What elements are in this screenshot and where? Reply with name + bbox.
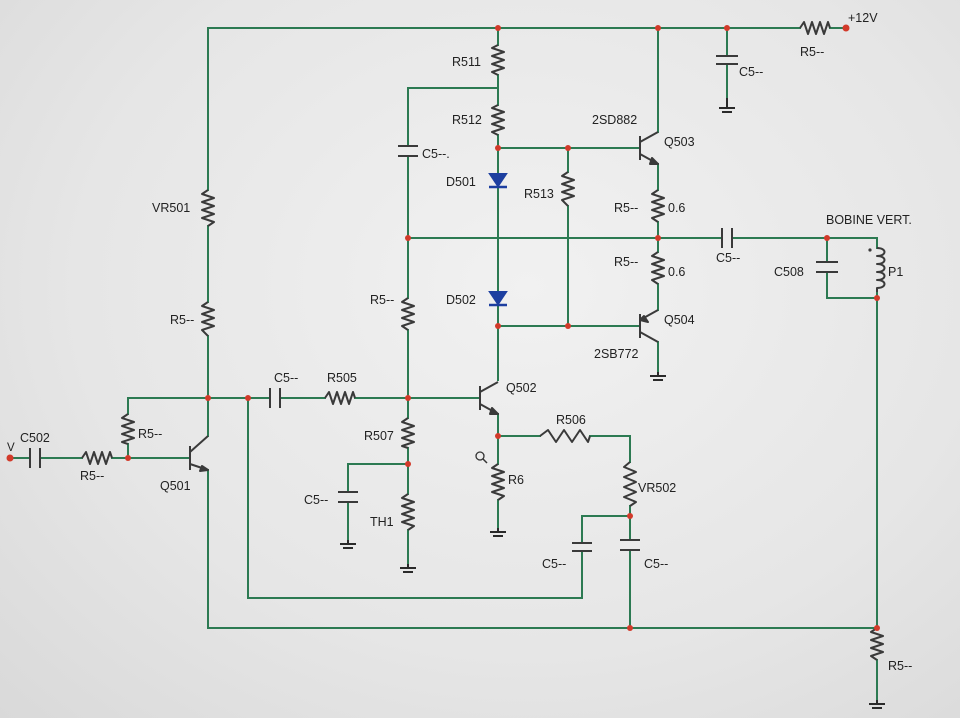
- transistor-q503: [639, 131, 659, 165]
- label-c5-input: C5--: [274, 371, 298, 385]
- transistors: [189, 131, 659, 472]
- capacitor-c5-input: [269, 388, 281, 408]
- label-r507: R507: [364, 429, 394, 443]
- ground-r6: [490, 528, 506, 537]
- ground-symbols: [340, 98, 885, 709]
- label-c5-th: C5--: [304, 493, 328, 507]
- capacitor-c5-feedback-right: [620, 539, 640, 551]
- resistor-r511: [491, 44, 505, 76]
- label-c5-feedback-left: C5--: [542, 557, 566, 571]
- resistor-r5-emitter-q504: [651, 251, 665, 285]
- transistor-q504: [639, 309, 659, 343]
- label-r5-input: R5--: [80, 469, 104, 483]
- label-q503: Q503: [664, 135, 695, 149]
- label-r511: R511: [452, 55, 481, 69]
- label-bobine-vert: BOBINE VERT.: [826, 213, 912, 227]
- label-v-input: V: [7, 442, 15, 454]
- resistor-r5-input: [81, 451, 113, 465]
- label-q502: Q502: [506, 381, 537, 395]
- label-vr501: VR501: [152, 201, 190, 215]
- resistor-th1: [401, 493, 415, 531]
- resistor-r5-bias: [401, 297, 415, 331]
- capacitor-c502: [29, 448, 41, 468]
- capacitor-c5-output: [721, 228, 733, 248]
- label-r5-e504: R5--: [614, 255, 638, 269]
- label-r5-vr501: R5--: [170, 313, 194, 327]
- zoom-cursor-icon: [475, 451, 488, 464]
- capacitor-c508: [816, 261, 838, 273]
- label-d502: D502: [446, 293, 476, 307]
- ground-sense: [869, 700, 885, 709]
- transistor-q502: [479, 381, 499, 415]
- resistor-r505: [324, 391, 356, 405]
- label-r506: R506: [556, 413, 586, 427]
- component-labels: +12V R5-- C5-- R511 R512 C5--. D501 R513…: [7, 11, 912, 673]
- capacitor-c5-supply: [716, 55, 738, 65]
- diode-d501: [488, 173, 508, 189]
- resistor-r507: [401, 417, 415, 449]
- ground-c5-th: [340, 540, 356, 549]
- junction-nodes: [6, 24, 880, 631]
- resistor-r5-vr501: [201, 301, 215, 337]
- ground-supply-cap: [719, 98, 735, 113]
- label-r5-e503: R5--: [614, 201, 638, 215]
- capacitor-c5-feedback-left: [572, 542, 592, 552]
- capacitors: [29, 55, 838, 552]
- capacitor-c5-th: [338, 491, 358, 503]
- label-r5-base-q501: R5--: [138, 427, 162, 441]
- resistors: [81, 21, 884, 661]
- label-vr502: VR502: [638, 481, 676, 495]
- wires: [9, 27, 878, 701]
- label-r5-supply: R5--: [800, 45, 824, 59]
- diode-d502: [488, 291, 508, 307]
- label-2sd882: 2SD882: [592, 113, 637, 127]
- resistor-r5-base-q501: [121, 413, 135, 445]
- label-d501: D501: [446, 175, 476, 189]
- resistor-r5-sense: [870, 627, 884, 661]
- label-c5-feedback-right: C5--: [644, 557, 668, 571]
- label-r6: R6: [508, 473, 524, 487]
- ground-q504: [650, 372, 666, 381]
- resistor-vr502: [623, 461, 637, 507]
- resistor-r6: [491, 463, 505, 501]
- label-r505: R505: [327, 371, 357, 385]
- label-r5-e504-value: 0.6: [668, 265, 685, 279]
- label-2sb772: 2SB772: [594, 347, 639, 361]
- label-q504: Q504: [664, 313, 695, 327]
- label-r5-sense: R5--: [888, 659, 912, 673]
- label-c508: C508: [774, 265, 804, 279]
- coil-bobine-vert: [868, 247, 886, 292]
- label-p1: P1: [888, 265, 903, 279]
- resistor-r506: [539, 429, 591, 443]
- label-r5-bias: R5--: [370, 293, 394, 307]
- resistor-r512: [491, 104, 505, 136]
- resistor-r5-emitter-q503: [651, 189, 665, 223]
- resistor-r513: [561, 171, 575, 207]
- label-supply: +12V: [848, 11, 878, 25]
- label-th1: TH1: [370, 515, 394, 529]
- label-c5-supply: C5--: [739, 65, 763, 79]
- resistor-r5-supply: [799, 21, 831, 35]
- label-q501: Q501: [160, 479, 191, 493]
- label-r5-e503-value: 0.6: [668, 201, 685, 215]
- label-r513: R513: [524, 187, 554, 201]
- label-c5-top: C5--.: [422, 147, 450, 161]
- capacitor-c5-top: [398, 145, 418, 157]
- diodes: [488, 173, 508, 307]
- ground-th1: [400, 564, 416, 573]
- label-r512: R512: [452, 113, 482, 127]
- transistor-q501: [189, 435, 209, 472]
- label-c5-output: C5--: [716, 251, 740, 265]
- label-c502: C502: [20, 431, 50, 445]
- resistor-vr501: [201, 189, 215, 227]
